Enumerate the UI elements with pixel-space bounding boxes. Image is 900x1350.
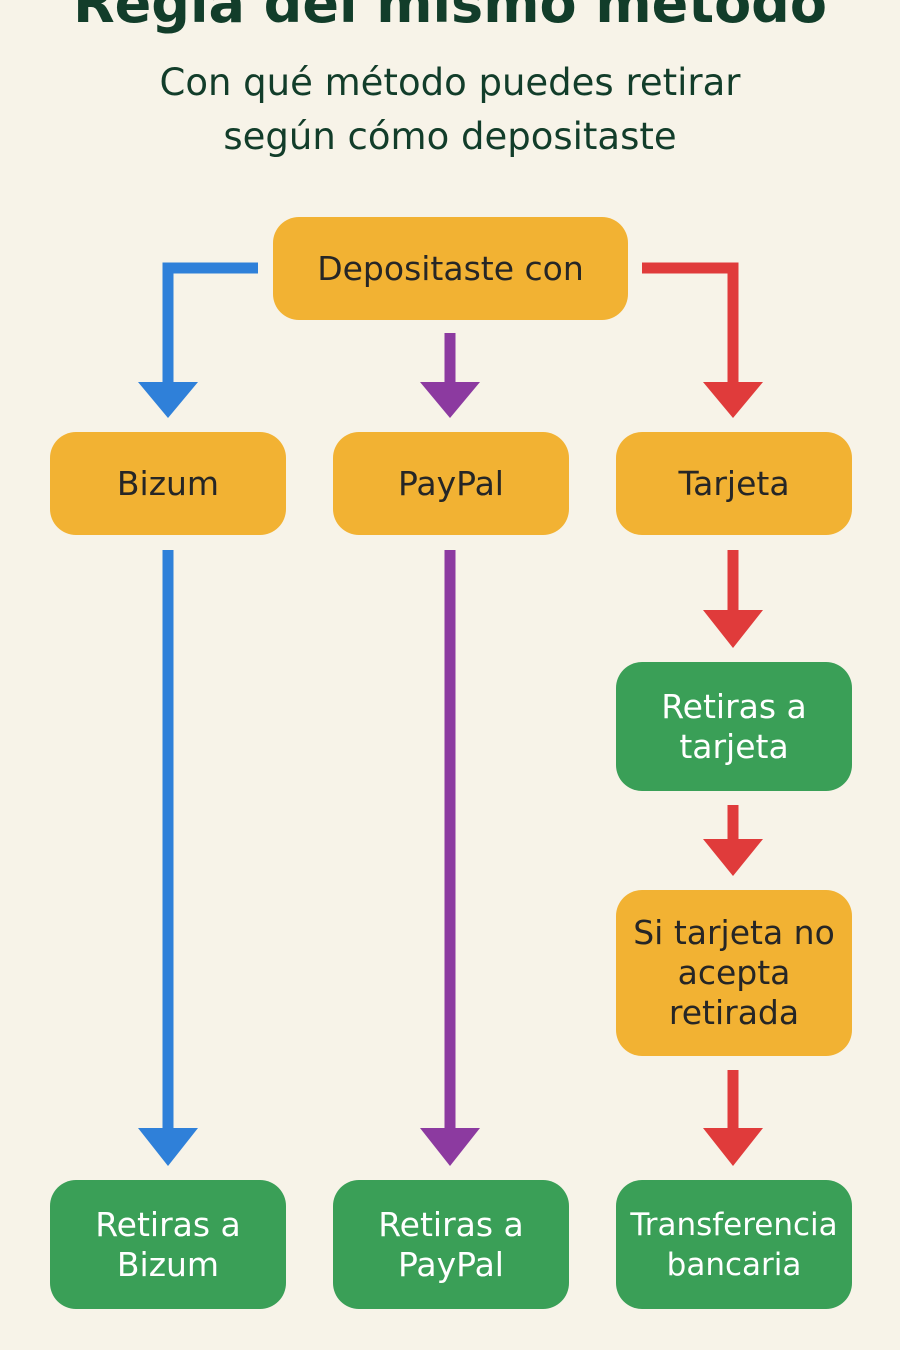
node-retiras-tarjeta: Retiras a tarjeta <box>616 662 852 791</box>
node-si-tarjeta-label: Si tarjeta no acepta retirada <box>633 913 835 1032</box>
tarjeta-arrows <box>642 262 739 1132</box>
arrowhead-retiras-paypal <box>420 1128 480 1166</box>
arrowhead-transferencia <box>703 1128 763 1166</box>
node-retiras-paypal-label: Retiras a PayPal <box>378 1204 524 1284</box>
node-bizum: Bizum <box>50 432 286 535</box>
page-title: Regla del mismo método <box>73 0 827 35</box>
node-bizum-label: Bizum <box>116 463 220 503</box>
arrowhead-retiras-bizum <box>138 1128 198 1166</box>
arrowhead-si-tarjeta <box>703 839 763 876</box>
node-retiras-bizum-label: Retiras a Bizum <box>95 1204 241 1284</box>
node-transferencia-bancaria-label: Transferencia bancaria <box>630 1206 838 1283</box>
node-retiras-bizum: Retiras a Bizum <box>50 1180 286 1309</box>
bizum-arrows <box>162 262 258 1132</box>
node-tarjeta-label: Tarjeta <box>678 463 790 503</box>
node-depositaste-con-label: Depositaste con <box>317 248 584 288</box>
node-depositaste-con: Depositaste con <box>273 217 628 320</box>
arrowhead-bizum <box>138 382 198 418</box>
node-transferencia-bancaria: Transferencia bancaria <box>616 1180 852 1309</box>
arrowhead-retiras-tarjeta <box>703 610 763 648</box>
node-si-tarjeta: Si tarjeta no acepta retirada <box>616 890 852 1056</box>
node-tarjeta: Tarjeta <box>616 432 852 535</box>
arrow-root-to-tarjeta <box>642 262 739 385</box>
node-retiras-paypal: Retiras a PayPal <box>333 1180 569 1309</box>
page-subtitle: Con qué método puedes retirar según cómo… <box>159 61 741 158</box>
node-retiras-tarjeta-label: Retiras a tarjeta <box>661 686 807 766</box>
node-paypal-label: PayPal <box>398 463 504 503</box>
node-paypal: PayPal <box>333 432 569 535</box>
arrow-root-to-bizum <box>162 262 258 385</box>
arrowhead-paypal <box>420 382 480 418</box>
arrowhead-tarjeta <box>703 382 763 418</box>
